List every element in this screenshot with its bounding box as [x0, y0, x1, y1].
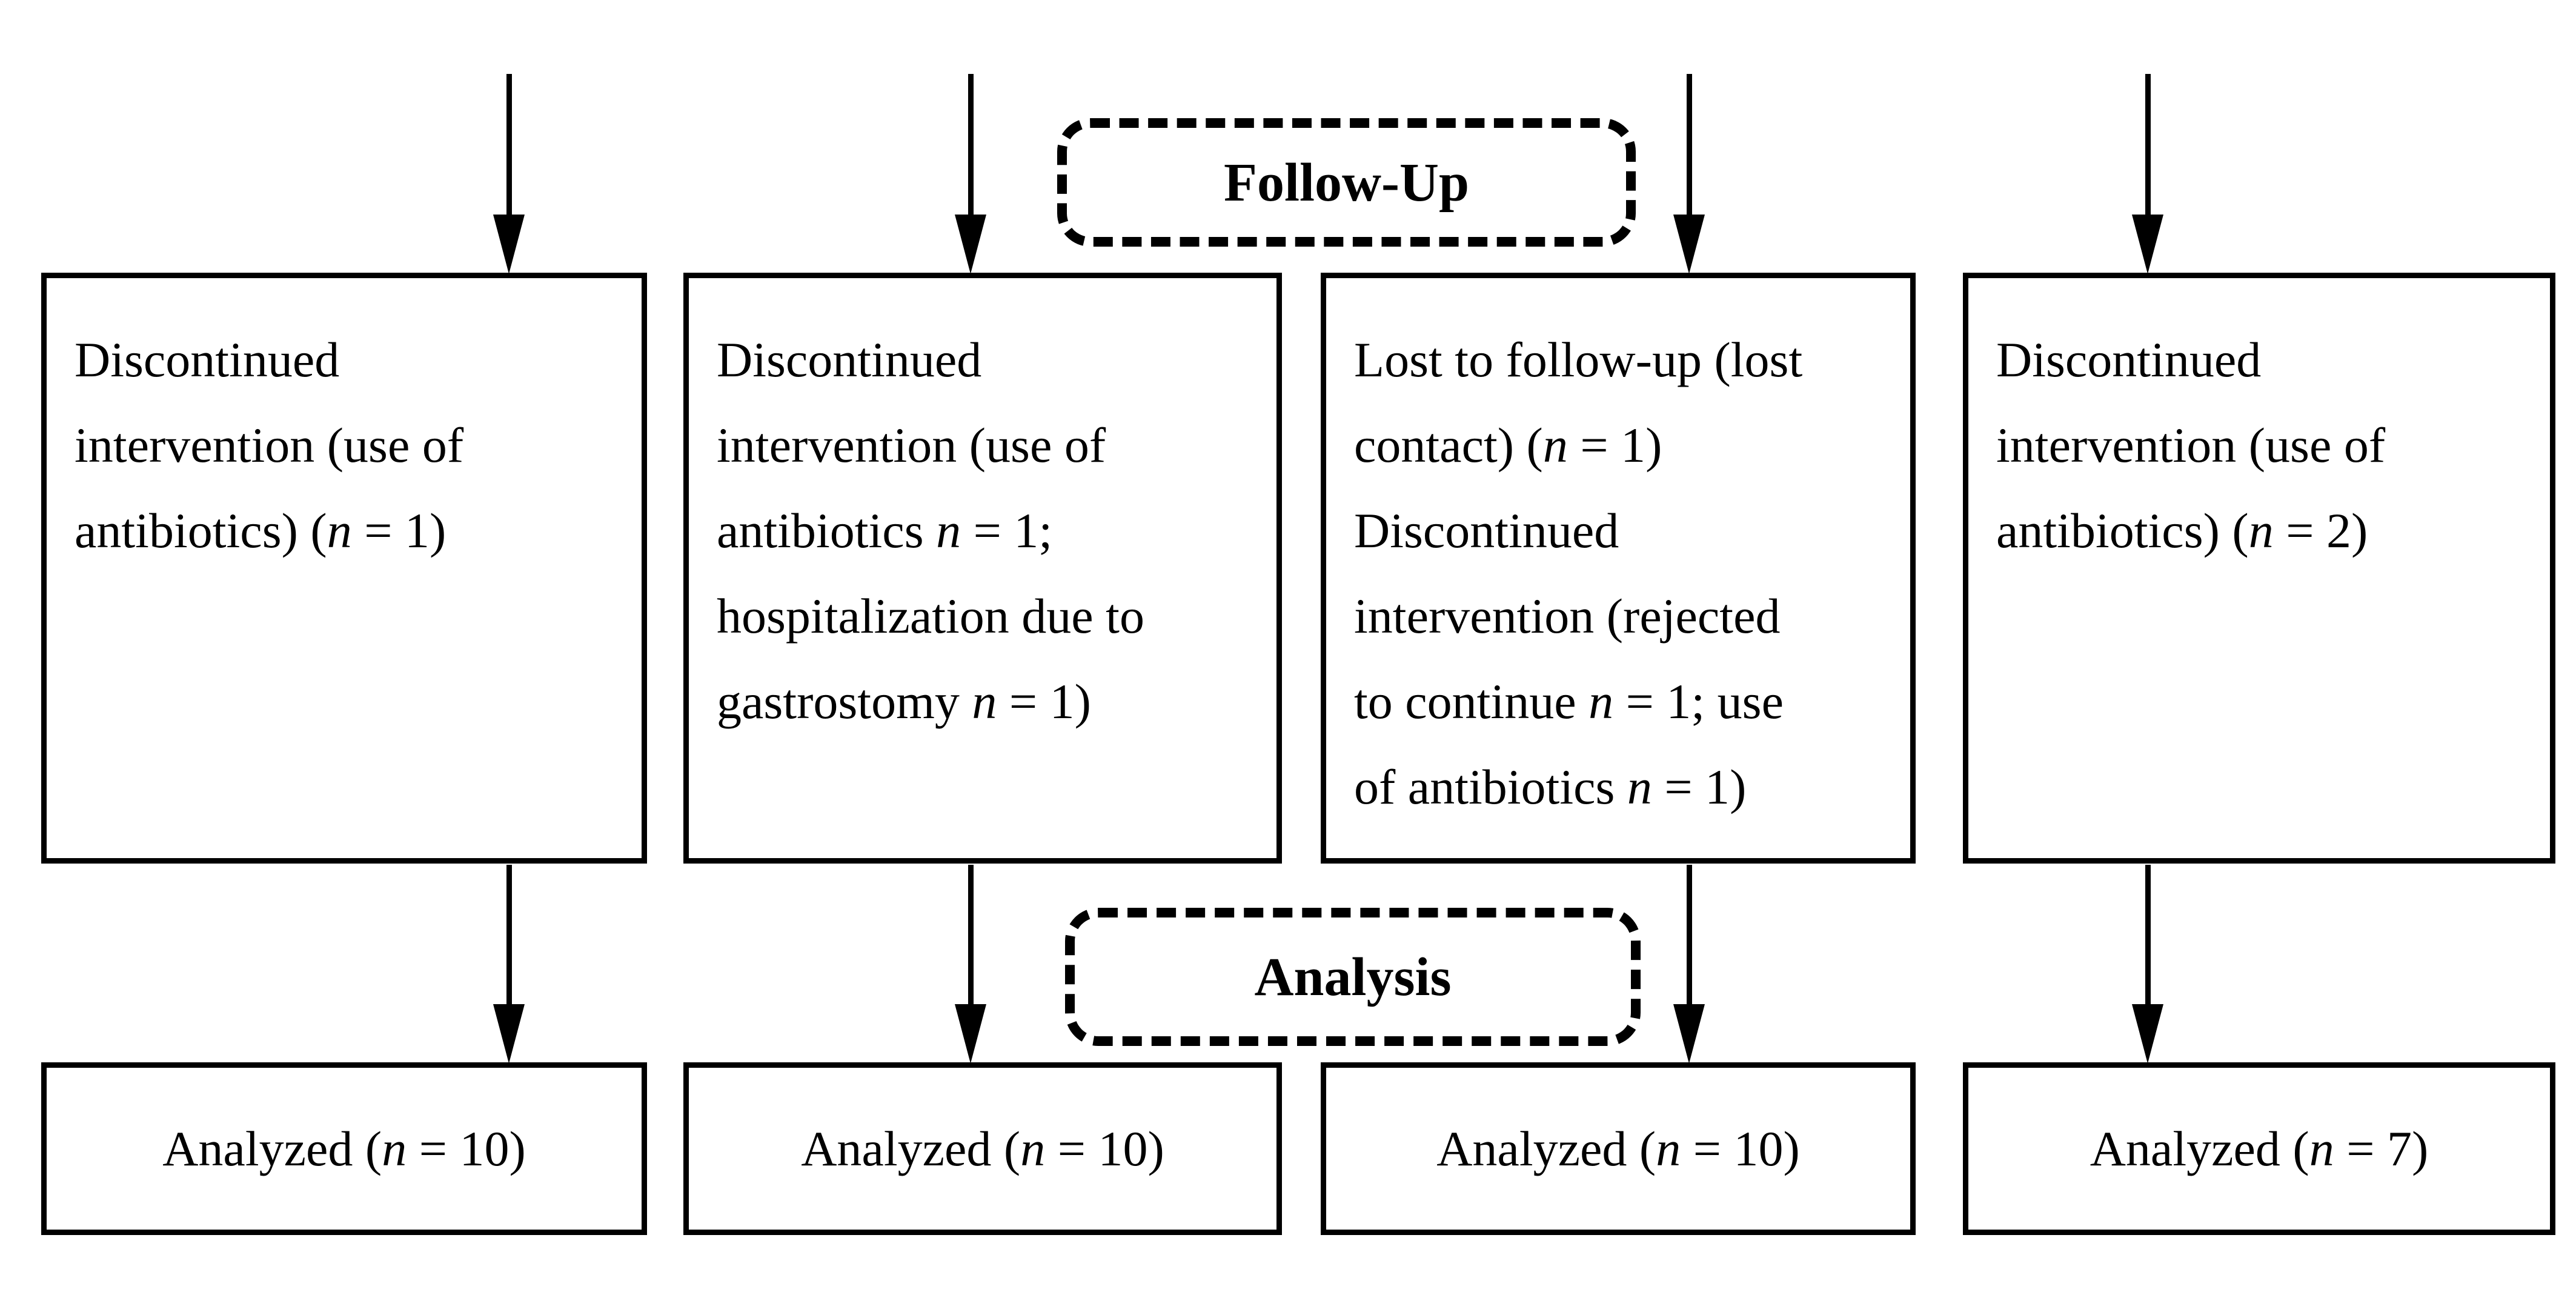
followup-box-col3-line1: Lost to follow-up (lost	[1354, 332, 1803, 387]
arrow-head	[2132, 1004, 2163, 1064]
followup-box-col3-line4: intervention (rejected	[1354, 588, 1781, 644]
followup-box-col1-line2: intervention (use of	[75, 418, 464, 473]
arrow-stem	[1687, 74, 1692, 218]
followup-stage-label: Follow-Up	[1224, 152, 1469, 213]
followup-box-col2-line5: gastrostomy n = 1)	[717, 674, 1091, 729]
followup-box-col4: Discontinued intervention (use of antibi…	[1963, 273, 2555, 864]
arrow-stem	[506, 865, 512, 1009]
arrow-stem	[1687, 865, 1692, 1009]
followup-box-col3-line6: of antibiotics n = 1)	[1354, 759, 1747, 814]
arrow-stem	[2145, 865, 2151, 1009]
followup-box-col3-line5: to continue n = 1; use	[1354, 674, 1784, 729]
followup-box-col3: Lost to follow-up (lost contact) (n = 1)…	[1321, 273, 1916, 864]
followup-box-col3-line3: Discontinued	[1354, 503, 1619, 558]
followup-box-col2-line1: Discontinued	[717, 332, 982, 387]
arrow-head	[1673, 1004, 1705, 1064]
followup-box-col4-line3: antibiotics) (n = 2)	[1996, 503, 2368, 558]
analysis-stage-badge: Analysis	[1065, 908, 1641, 1046]
arrow-head	[955, 215, 986, 274]
down-arrow-analysis-col4	[2132, 865, 2163, 1064]
followup-box-col3-line2: contact) (n = 1)	[1354, 418, 1662, 473]
arrow-head	[493, 1004, 525, 1064]
down-arrow-incoming-col4	[2132, 74, 2163, 274]
down-arrow-analysis-col2	[955, 865, 986, 1064]
arrow-head	[493, 215, 525, 274]
down-arrow-incoming-col3	[1673, 74, 1705, 274]
arrow-head	[955, 1004, 986, 1064]
arrow-stem	[506, 74, 512, 218]
followup-box-col1-line1: Discontinued	[75, 332, 340, 387]
arrow-stem	[968, 74, 974, 218]
arrow-stem	[2145, 74, 2151, 218]
analyzed-label-col1: Analyzed (n = 10)	[162, 1121, 526, 1176]
analyzed-box-col1: Analyzed (n = 10)	[41, 1062, 647, 1235]
arrow-stem	[968, 865, 974, 1009]
analysis-stage-label: Analysis	[1254, 947, 1452, 1007]
arrow-head	[2132, 215, 2163, 274]
analyzed-label-col4: Analyzed (n = 7)	[2090, 1121, 2429, 1176]
analyzed-box-col2: Analyzed (n = 10)	[683, 1062, 1282, 1235]
down-arrow-incoming-col1	[493, 74, 525, 274]
analyzed-label-col2: Analyzed (n = 10)	[801, 1121, 1164, 1176]
followup-box-col4-line1: Discontinued	[1996, 332, 2262, 387]
down-arrow-analysis-col3	[1673, 865, 1705, 1064]
followup-box-col2-line4: hospitalization due to	[717, 588, 1144, 644]
followup-box-col1-line3: antibiotics) (n = 1)	[75, 503, 446, 558]
arrow-head	[1673, 215, 1705, 274]
followup-stage-badge: Follow-Up	[1057, 118, 1636, 247]
followup-box-col1: Discontinued intervention (use of antibi…	[41, 273, 647, 864]
down-arrow-analysis-col1	[493, 865, 525, 1064]
followup-box-col2: Discontinued intervention (use of antibi…	[683, 273, 1282, 864]
analyzed-box-col3: Analyzed (n = 10)	[1321, 1062, 1916, 1235]
down-arrow-incoming-col2	[955, 74, 986, 274]
analyzed-label-col3: Analyzed (n = 10)	[1436, 1121, 1800, 1176]
followup-box-col2-line3: antibiotics n = 1;	[717, 503, 1053, 558]
analyzed-box-col4: Analyzed (n = 7)	[1963, 1062, 2555, 1235]
followup-box-col2-line2: intervention (use of	[717, 418, 1106, 473]
followup-box-col4-line2: intervention (use of	[1996, 418, 2386, 473]
